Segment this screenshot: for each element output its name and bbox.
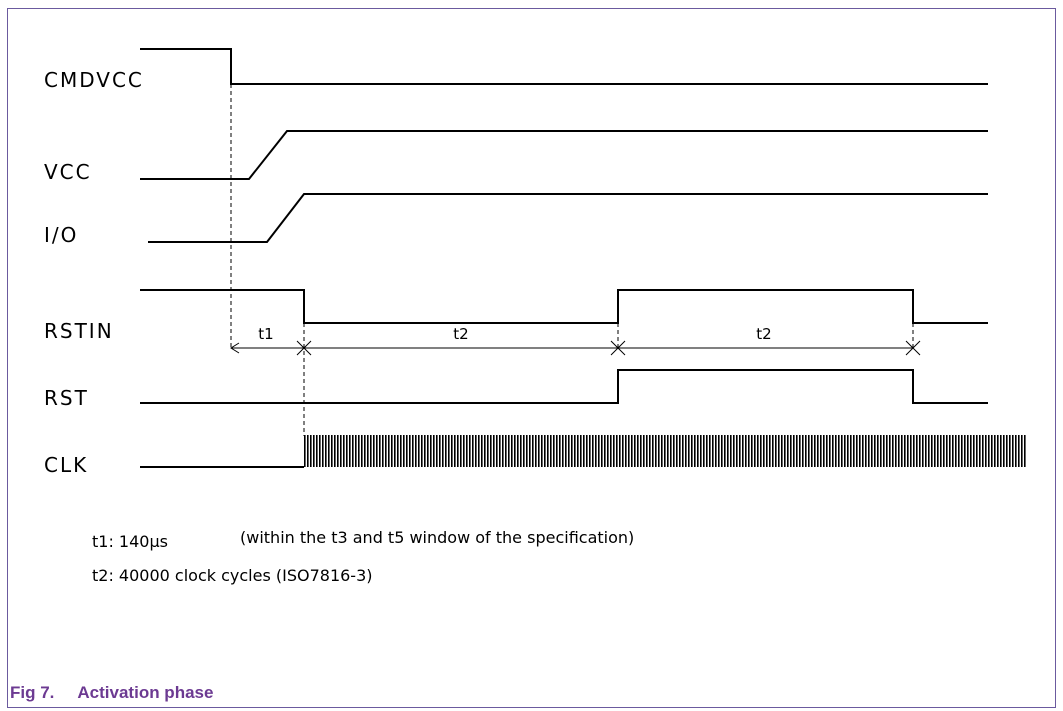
figure-number: Fig 7. (10, 683, 55, 702)
signal-label-rst: RST (44, 386, 89, 410)
note-t2: t2: 40000 clock cycles (ISO7816-3) (92, 566, 373, 585)
waveform-rstin (140, 289, 988, 324)
arrowhead-left (230, 342, 240, 354)
interval-label-t1: t1 (258, 325, 273, 343)
note-t1: t1: 140μs (92, 532, 168, 551)
waveform-vcc (140, 130, 988, 180)
signal-label-clk: CLK (44, 453, 88, 477)
signal-label-io: I/O (44, 223, 78, 247)
figure-frame (7, 8, 1056, 708)
figure-title: Activation phase (77, 683, 214, 702)
signal-label-cmdvcc: CMDVCC (44, 68, 144, 92)
figure-caption: Fig 7. Activation phase (10, 683, 213, 703)
tick-mark-t1-end (296, 340, 312, 356)
signal-label-vcc: VCC (44, 160, 92, 184)
note-t1-detail: (within the t3 and t5 window of the spec… (240, 528, 634, 547)
waveform-clk-toggling (304, 435, 1026, 467)
signal-label-rstin: RSTIN (44, 319, 114, 343)
waveform-rst (140, 369, 988, 404)
interval-label-t2-second: t2 (756, 325, 771, 343)
waveform-io (148, 193, 988, 243)
tick-mark-t2-end (610, 340, 626, 356)
interval-label-t2-first: t2 (453, 325, 468, 343)
tick-mark-t2b-end (905, 340, 921, 356)
waveform-cmdvcc (140, 48, 988, 85)
